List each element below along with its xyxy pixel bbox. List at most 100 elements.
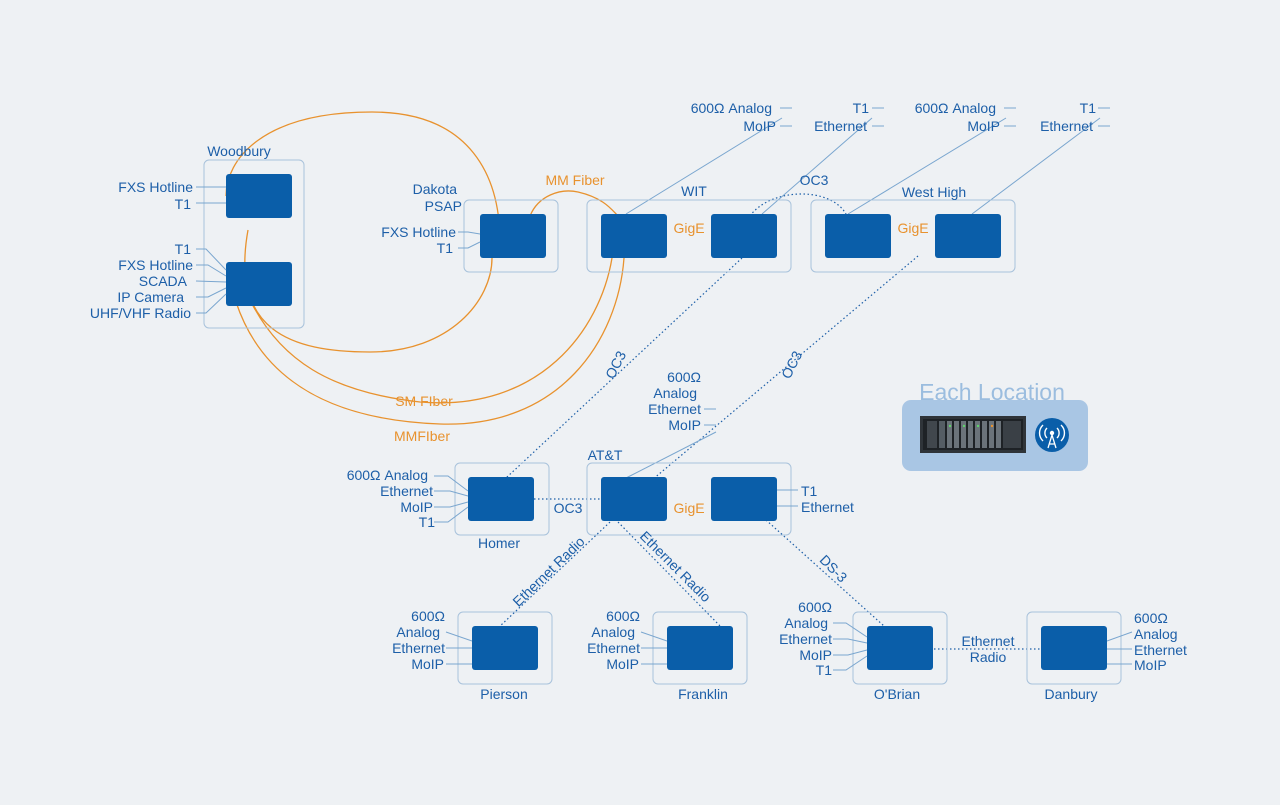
port-label: FXS Hotline [381,224,456,240]
dakota-device[interactable] [480,214,546,258]
port-ticks [195,107,1133,671]
port-label: Ethernet [1134,642,1187,658]
mmfiber-label: MMFIber [394,428,450,444]
port-label: MoIP [668,417,701,433]
site-dakota: Dakota [413,181,458,197]
woodbury-frame [203,159,305,329]
wit-homer-oc3-link [505,257,743,479]
port-label: T1 [175,241,192,257]
obrian-device[interactable] [867,626,933,670]
port-label: 600Ω [667,369,701,385]
site-obrian: O'Brian [874,686,920,702]
wit-device-left[interactable] [601,214,667,258]
eth-radio-pierson-label: Ethernet Radio [509,533,587,610]
wit-frame [586,199,792,273]
port-label: Ethernet [1040,118,1093,134]
danbury-device[interactable] [1041,626,1107,670]
port-label: T1 [801,483,818,499]
site-frames [203,159,1122,685]
port-label: Ethernet [779,631,832,647]
port-label: T1 [175,196,192,212]
homer-frame [454,462,550,536]
dakota-wit-mm-fiber [529,190,619,217]
wireless-tower-icon [1035,418,1069,452]
port-label: FXS Hotline [118,179,193,195]
westhigh-device-right[interactable] [935,214,1001,258]
site-danbury: Danbury [1045,686,1098,702]
dakota-frame [463,199,559,273]
westhigh-device-left[interactable] [825,214,891,258]
att-device-right[interactable] [711,477,777,521]
port-label: Ethernet [814,118,867,134]
woodbury-device-2[interactable] [226,262,292,306]
port-label: MoIP [400,499,433,515]
dotted-links [497,117,1101,650]
att-franklin-radio-link [617,521,725,631]
oc3-homer-att-label: OC3 [554,500,583,516]
port-label: 600Ω [411,608,445,624]
port-label: 600Ω [1134,610,1168,626]
oc3-westhigh-att-label: OC3 [778,348,805,381]
westhigh-gige-label: GigE [897,220,928,236]
port-label: Analog [396,624,440,640]
port-label: Ethernet [380,483,433,499]
site-homer: Homer [478,535,520,551]
port-label: Ethernet [801,499,854,515]
att-callout [625,431,717,479]
port-label: Analog [1134,626,1178,642]
port-label: MoIP [799,647,832,663]
sm-fiber-label: SM FIber [395,393,453,409]
franklin-device[interactable] [667,626,733,670]
port-label: T1 [853,100,870,116]
danbury-frame [1026,611,1122,685]
site-woodbury: Woodbury [207,143,271,159]
woodbury-dakota-fiber-loop [225,111,501,243]
ds3-label: DS-3 [817,552,851,586]
port-label: MoIP [967,118,1000,134]
obrian-frame [852,611,948,685]
port-labels: FXS Hotline T1 T1 FXS Hotline SCADA IP C… [90,100,1187,678]
site-west-high: West High [902,184,966,200]
pierson-device[interactable] [472,626,538,670]
att-gige-label: GigE [673,500,704,516]
wit-callout-a [625,117,783,215]
port-label: MoIP [1134,657,1167,673]
westhigh-callout-b [971,117,1101,215]
obrian-danbury-link-label-1: Ethernet [962,633,1015,649]
woodbury-device-1[interactable] [226,174,292,218]
port-label: T1 [419,514,436,530]
rack-chassis-icon [920,416,1026,453]
wit-callout-b [761,117,873,215]
port-label: 600Ω [798,599,832,615]
port-label: UHF/VHF Radio [90,305,191,321]
port-label: 600Ω Analog [915,100,996,116]
port-label: Analog [784,615,828,631]
site-pierson: Pierson [480,686,527,702]
wit-westhigh-oc3-arc [749,193,847,217]
att-obrian-ds3-link [765,519,885,627]
port-label: Ethernet [648,401,701,417]
att-frame [586,462,792,536]
port-label: Ethernet [587,640,640,656]
westhigh-frame [810,199,1016,273]
port-label: MoIP [606,656,639,672]
port-label: 600Ω Analog [347,467,428,483]
woodbury-wit-sm-fiber [249,257,613,404]
port-label: Analog [653,385,697,401]
oc3-wit-homer-label: OC3 [602,348,629,381]
port-label: T1 [437,240,454,256]
eth-radio-franklin-label: Ethernet Radio [637,528,715,606]
att-device-left[interactable] [601,477,667,521]
mm-fiber-label: MM Fiber [545,172,604,188]
port-label: IP Camera [117,289,184,305]
homer-device[interactable] [468,477,534,521]
wit-device-right[interactable] [711,214,777,258]
port-label: T1 [816,662,833,678]
wit-gige-label: GigE [673,220,704,236]
obrian-danbury-link-label-2: Radio [970,649,1007,665]
port-label: 600Ω Analog [691,100,772,116]
devices [226,174,1107,670]
site-psap: PSAP [425,198,462,214]
